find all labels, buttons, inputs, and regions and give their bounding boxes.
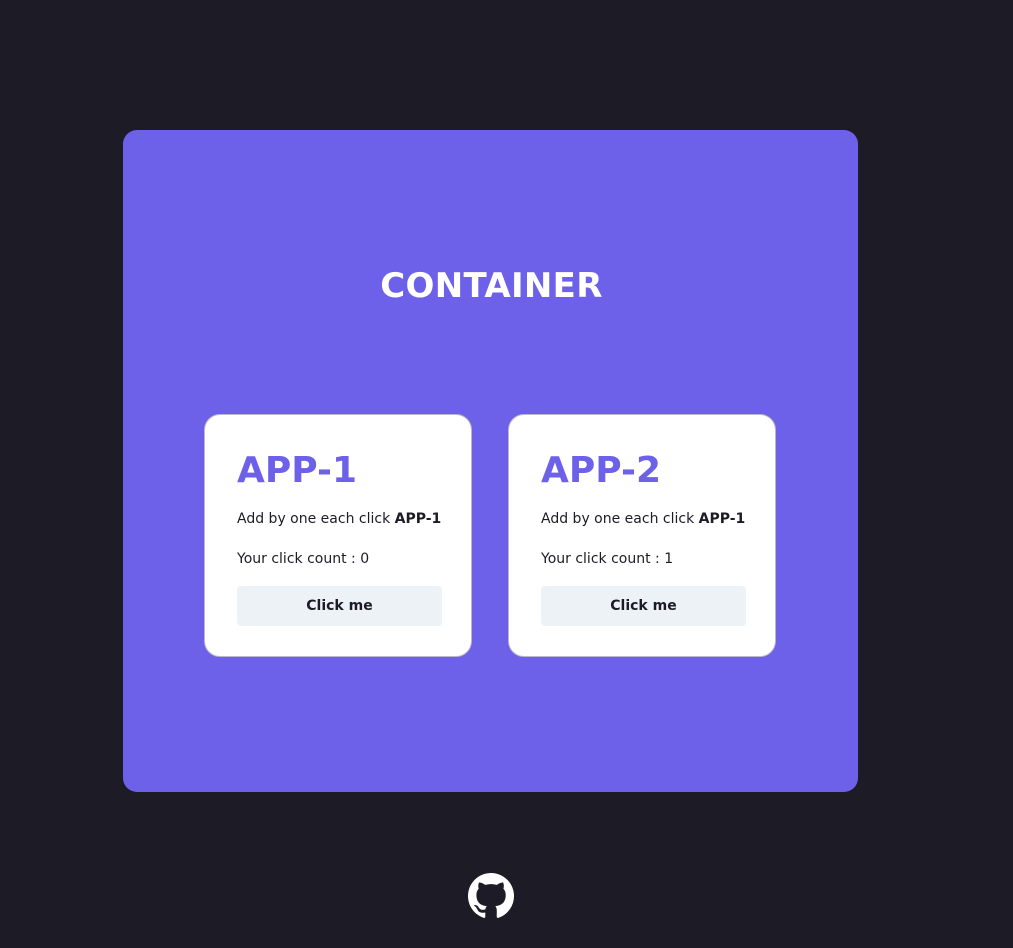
app-1-description: Add by one each click APP-1 bbox=[237, 509, 441, 529]
app-2-click-button[interactable]: Click me bbox=[541, 586, 746, 626]
app-1-count-label: Your click count : bbox=[237, 551, 356, 567]
app-1-description-text: Add by one each click bbox=[237, 511, 391, 527]
app-2-description-bold: APP-1 bbox=[698, 511, 746, 527]
github-icon bbox=[468, 873, 514, 918]
app-2-click-count: Your click count : 1 bbox=[541, 549, 673, 569]
app-1-click-count: Your click count : 0 bbox=[237, 549, 369, 569]
app-1-description-bold: APP-1 bbox=[394, 511, 442, 527]
app-2-count-label: Your click count : bbox=[541, 551, 660, 567]
github-link[interactable] bbox=[468, 873, 514, 919]
app-1-title: APP-1 bbox=[237, 450, 357, 491]
container-title: CONTAINER bbox=[380, 266, 603, 306]
app-2-count-value: 1 bbox=[664, 551, 674, 567]
app-1-click-button[interactable]: Click me bbox=[237, 586, 442, 626]
app-2-title: APP-2 bbox=[541, 450, 661, 491]
app-card-1: APP-1 Add by one each click APP-1 Your c… bbox=[204, 414, 472, 657]
app-1-count-value: 0 bbox=[360, 551, 370, 567]
app-2-description: Add by one each click APP-1 bbox=[541, 509, 745, 529]
app-2-description-text: Add by one each click bbox=[541, 511, 695, 527]
app-card-2: APP-2 Add by one each click APP-1 Your c… bbox=[508, 414, 776, 657]
